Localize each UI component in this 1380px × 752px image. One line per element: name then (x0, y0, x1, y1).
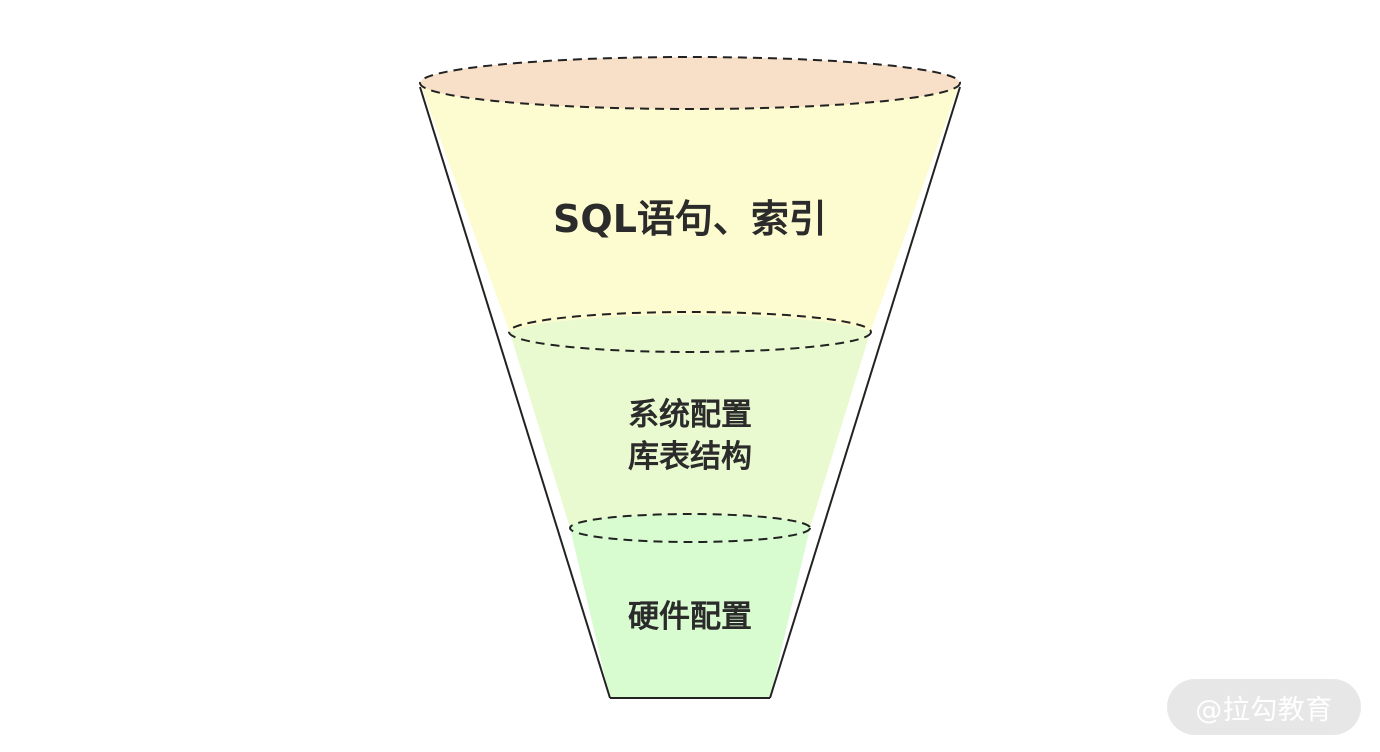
funnel-top-rim (419, 56, 961, 110)
funnel-layer-bottom (570, 528, 810, 698)
layer-label-middle-line1: 系统配置 (628, 397, 752, 433)
funnel-layer-middle-rim (510, 315, 870, 351)
layer-label-bottom: 硬件配置 (628, 599, 752, 635)
watermark-text: @拉勾教育 (1195, 694, 1333, 726)
funnel-left-edge (419, 86, 611, 699)
funnel-divider-lower (569, 513, 811, 543)
funnel-divider-upper (508, 311, 872, 353)
funnel-layer-middle (510, 333, 870, 542)
funnel-layer-top (420, 83, 960, 351)
funnel-right-edge (769, 86, 961, 699)
funnel-layer-bottom-rim (570, 514, 810, 542)
layer-label-top: SQL语句、索引 (553, 197, 827, 241)
watermark-badge: @拉勾教育 (1167, 679, 1361, 735)
layer-label-middle-line2: 库表结构 (628, 439, 752, 475)
